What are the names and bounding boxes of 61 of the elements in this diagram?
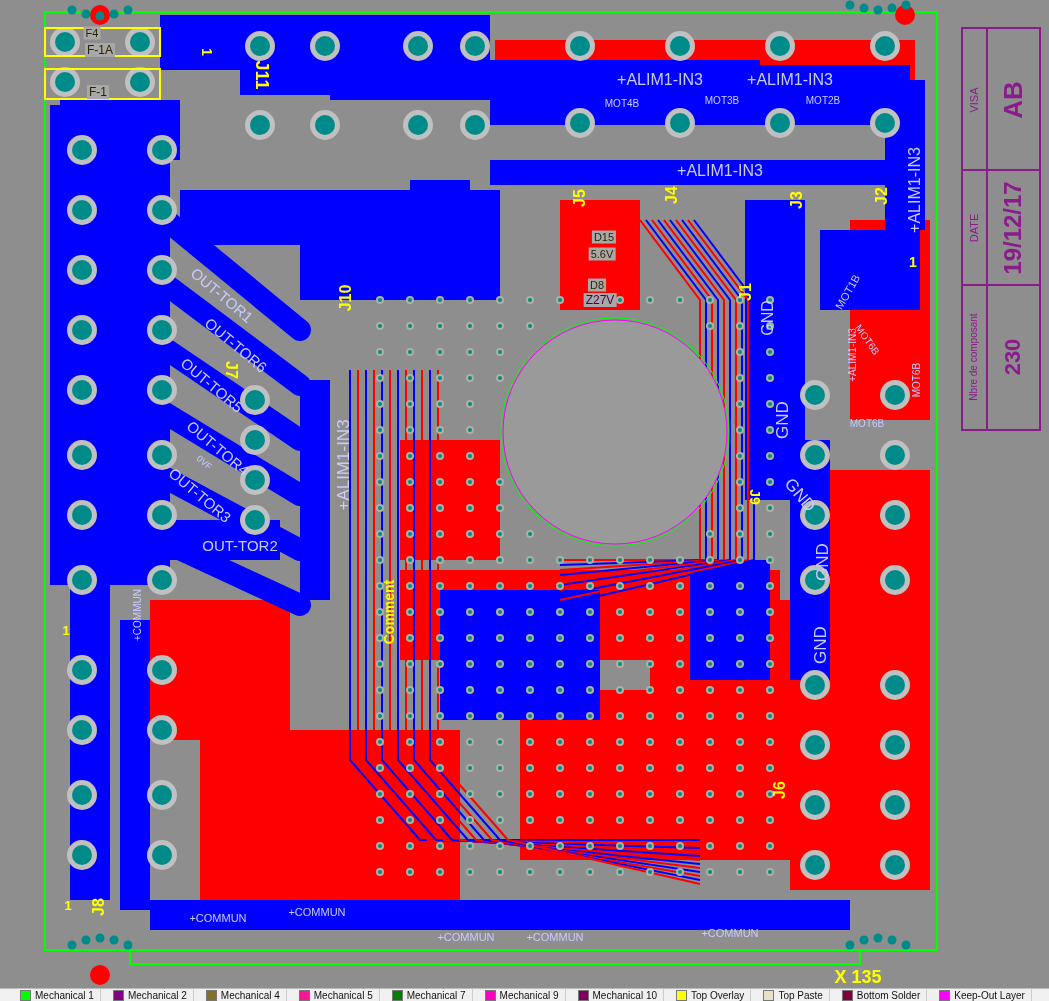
net-label: +ALIM1-IN3	[617, 72, 703, 88]
designator-label: J3	[789, 191, 805, 209]
net-label: GND	[760, 300, 776, 336]
layer-tab-label: Mechanical 1	[35, 989, 94, 1001]
component-label: D8	[587, 278, 607, 292]
designator-label: J8	[91, 898, 107, 916]
net-label: GND	[813, 543, 831, 581]
net-label: MOT3B	[704, 96, 740, 106]
designator-label: J5	[572, 189, 588, 207]
comment-label: Comment	[382, 579, 396, 645]
coordinate-readout: X 135	[834, 968, 882, 986]
layer-tab-label: Top Paste	[778, 989, 823, 1001]
component-label: 5.6V	[588, 247, 616, 261]
designator-label: J6	[772, 781, 788, 799]
title-block-value: AB	[1000, 81, 1026, 119]
component-label: F-1	[87, 85, 109, 99]
net-label: +COMMUN	[526, 931, 584, 943]
layer-tab-label: Mechanical 2	[127, 989, 187, 1001]
designator-label: J9	[748, 489, 762, 505]
component-label: D15	[591, 230, 617, 244]
layer-tab-label: Bottom Solder	[856, 989, 921, 1001]
net-label: +ALIM1-IN3	[907, 147, 923, 233]
title-block-heading: DATE	[968, 213, 980, 243]
layer-tab-label: Mechanical 5	[313, 989, 373, 1001]
net-label: +COMMUN	[189, 912, 247, 924]
pin-number: 1	[62, 623, 70, 637]
net-label: +ALIM1-IN3	[677, 163, 763, 179]
net-label: +COMMUN	[288, 906, 346, 918]
net-label: MOT6B	[849, 419, 885, 429]
net-label: +COMMUN	[437, 931, 495, 943]
designator-label: J2	[874, 187, 890, 205]
net-label: GND	[811, 626, 829, 664]
layer-tab-label: Keep-Out Layer	[954, 989, 1025, 1001]
designator-label: J10	[338, 284, 354, 312]
layer-tab-label: Mechanical 10	[592, 989, 657, 1001]
pin-number: 1	[64, 898, 72, 912]
title-block-value: 230	[1002, 338, 1024, 376]
designator-label: J1	[738, 283, 754, 301]
net-label: +ALIM1-IN3	[747, 72, 833, 88]
net-label: MOT4B	[604, 99, 640, 109]
component-label: F4	[83, 26, 101, 40]
net-label: +ALIM1-IN3	[334, 419, 352, 511]
net-label: MOT2B	[805, 96, 841, 106]
net-label: GND	[773, 401, 791, 439]
designator-label: J11	[253, 60, 271, 90]
component-label: Z27V	[583, 293, 617, 307]
designator-label: J4	[664, 186, 680, 204]
layer-tab-label: Mechanical 9	[499, 989, 559, 1001]
title-block-heading: Nbre de composant	[969, 313, 979, 401]
net-label: +COMMUN	[701, 927, 759, 939]
layer-tab-label: Top Overlay	[691, 989, 745, 1001]
pin-number: 1	[909, 255, 917, 269]
net-label: OUT-TOR2	[202, 537, 278, 553]
pin-number: 1	[200, 48, 214, 56]
layer-tab-label: Mechanical 7	[406, 989, 466, 1001]
component-label: F-1A	[85, 43, 115, 57]
title-block-value: 19/12/17	[1001, 181, 1025, 275]
title-block-heading: VISA	[968, 87, 980, 113]
net-label: MOT6B	[912, 362, 922, 398]
layer-tab-label: Mechanical 4	[220, 989, 280, 1001]
net-label: +COMMUN	[133, 589, 143, 641]
